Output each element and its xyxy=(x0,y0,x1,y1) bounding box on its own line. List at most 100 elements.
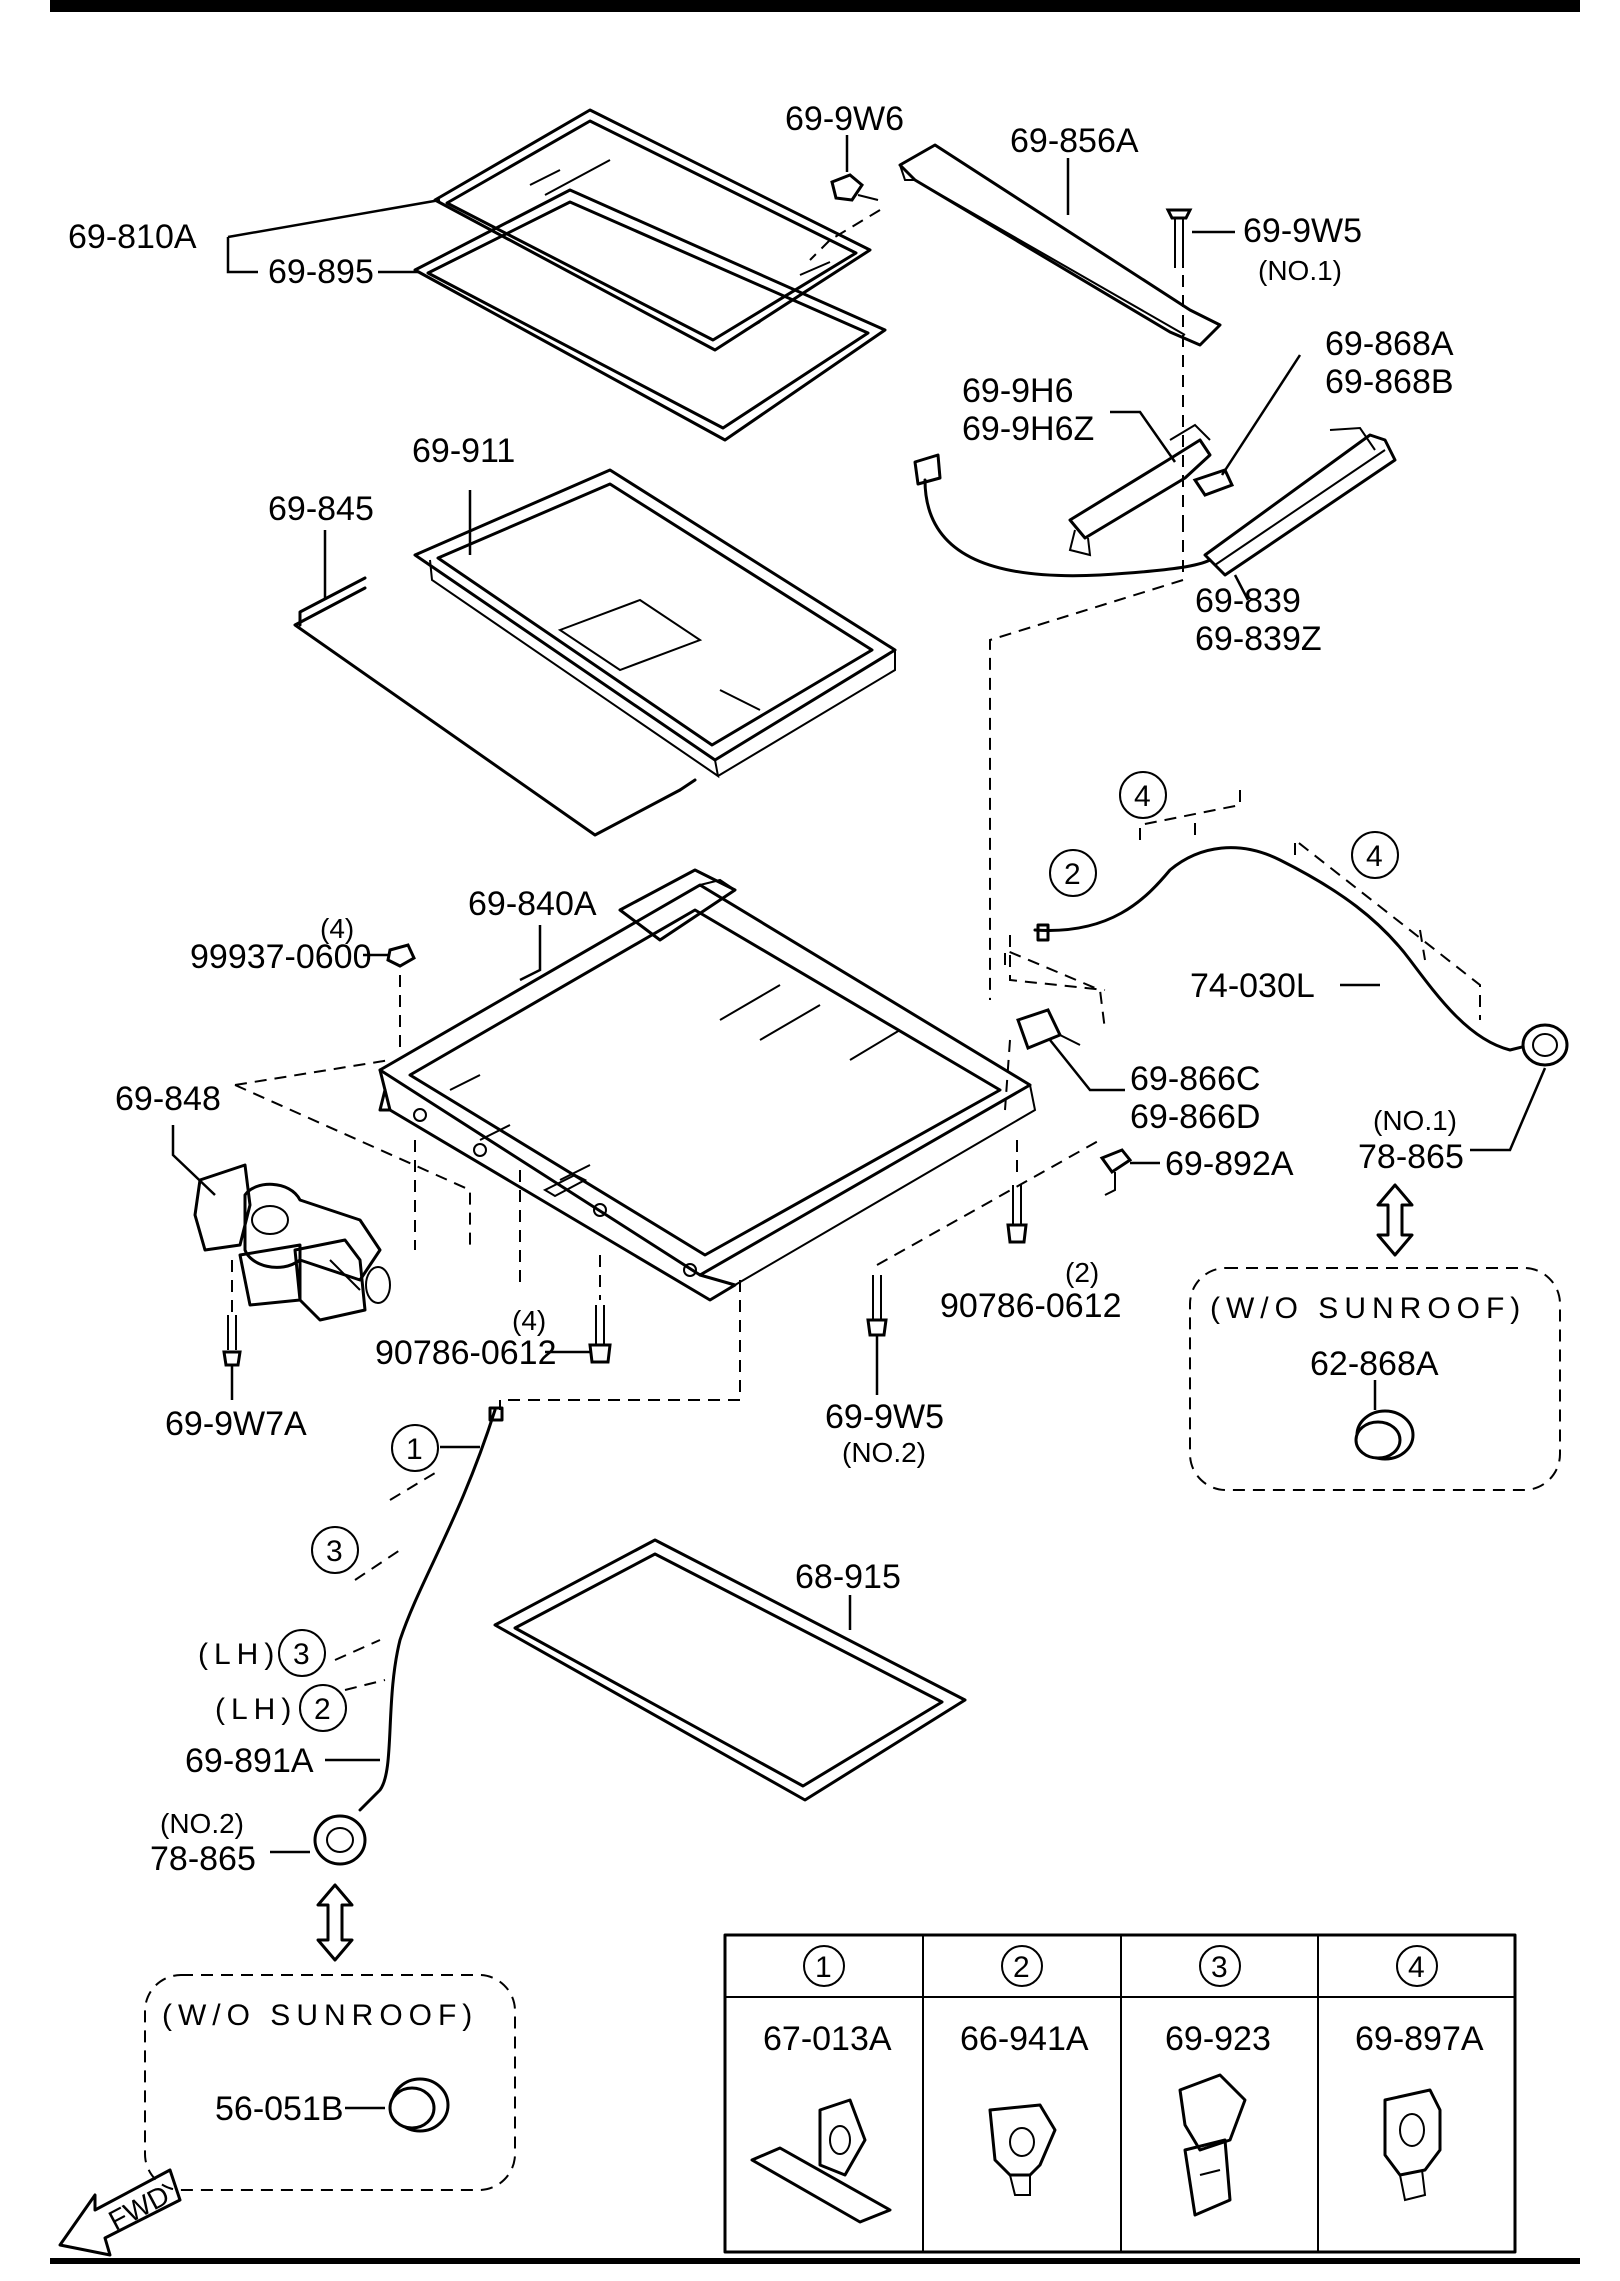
label-nut: 99937-0600 xyxy=(190,938,372,976)
dash-hose-left-lh xyxy=(334,1639,386,1691)
fwd-arrow-icon xyxy=(58,2168,182,2257)
circle-num-top-4b: 4 xyxy=(1366,840,1383,873)
label-shade-911: 69-911 xyxy=(412,432,515,470)
label-link-9h6: 69-9H6 xyxy=(962,372,1074,410)
circle-num-top-2: 2 xyxy=(1064,858,1081,891)
dash-rail-frame xyxy=(989,520,1184,1000)
label-lh-3: (LH) xyxy=(198,1638,280,1671)
sunshade-drawing xyxy=(413,468,897,779)
table-part-1: 67-013A xyxy=(763,2020,892,2058)
label-bolt-9w5-no2: 69-9W5 xyxy=(825,1398,944,1436)
dash-866 xyxy=(1004,948,1106,1111)
nut-drawing xyxy=(386,943,416,968)
wo-sunroof-left-title: (W/O SUNROOF) xyxy=(162,1999,478,2032)
bolt-90786-b-drawing xyxy=(1006,1185,1028,1244)
label-lh-2: (LH) xyxy=(215,1693,297,1726)
clip-icon-3 xyxy=(1178,2073,1247,2217)
label-clip-866c: 69-866C xyxy=(1130,1060,1260,1098)
label-bolt-9w6: 69-9W6 xyxy=(785,100,904,138)
label-link-9h6z: 69-9H6Z xyxy=(962,410,1094,448)
label-bolt-90786-a: 90786-0612 xyxy=(375,1334,557,1372)
circle-ref-top-4a xyxy=(1119,771,1167,819)
deflector-drawing xyxy=(898,143,1222,347)
dash-hose-top-4a xyxy=(1139,790,1241,840)
wire-845-drawing xyxy=(293,576,697,837)
table-ref-1: 1 xyxy=(815,1951,832,1984)
circle-num-left-lh2: 2 xyxy=(314,1693,331,1726)
circle-num-left-lh3: 3 xyxy=(293,1638,310,1671)
glass-seal-drawing xyxy=(413,188,887,442)
bottom-rule xyxy=(50,2258,1580,2264)
double-arrow-right xyxy=(1376,1183,1414,1257)
hose-030l-drawing xyxy=(1033,846,1569,1067)
clip-icon-1 xyxy=(750,2098,892,2224)
circle-ref-top-2 xyxy=(1049,849,1097,897)
clip-866-drawing xyxy=(1016,1008,1081,1050)
label-motor-848: 69-848 xyxy=(115,1080,221,1118)
bolt-9w6-drawing xyxy=(830,173,879,202)
label-grommet-no1-note: (NO.1) xyxy=(1373,1105,1457,1136)
table-ref-circle-4 xyxy=(1396,1945,1438,1987)
dash-hose-top-2 xyxy=(1009,935,1106,991)
glass-panel-drawing xyxy=(433,108,872,352)
circle-num-left-3: 3 xyxy=(326,1535,343,1568)
wo-sunroof-right-part: 62-868A xyxy=(1310,1345,1439,1383)
hose-891a-drawing xyxy=(313,1406,504,1866)
label-grommet-no2: 78-865 xyxy=(150,1840,256,1878)
top-rule xyxy=(50,0,1580,12)
label-wire-845: 69-845 xyxy=(268,490,374,528)
leader-840a xyxy=(519,925,542,982)
wo-sunroof-left-part: 56-051B xyxy=(215,2090,344,2128)
leader-78865-no1 xyxy=(1470,1067,1547,1152)
label-glass-seal: 69-895 xyxy=(268,253,374,291)
label-rail-839: 69-839 xyxy=(1195,582,1301,620)
leader-839 xyxy=(1233,574,1250,601)
table-ref-circle-3 xyxy=(1199,1945,1241,1987)
clip-892a-drawing xyxy=(1099,1148,1133,1196)
label-nut-qty: (4) xyxy=(320,913,354,944)
label-clip-866d: 69-866D xyxy=(1130,1098,1260,1136)
circle-num-left-1: 1 xyxy=(406,1433,423,1466)
label-guide-868a: 69-868A xyxy=(1325,325,1454,363)
circle-ref-left-lh3 xyxy=(278,1629,326,1677)
label-deflector: 69-856A xyxy=(1010,122,1139,160)
table-ref-4: 4 xyxy=(1408,1951,1425,1984)
label-bolt-9w5-no1-note: (NO.1) xyxy=(1258,255,1342,286)
dash-hose-top-4b xyxy=(1294,837,1481,1020)
table-ref-circle-2 xyxy=(1001,1945,1043,1987)
table-part-2: 66-941A xyxy=(960,2020,1089,2058)
dash-hose-left-3 xyxy=(354,1469,441,1581)
label-grommet-no2-note: (NO.2) xyxy=(160,1808,244,1839)
circle-ref-left-3 xyxy=(311,1526,359,1574)
label-bolt-qty-4: (4) xyxy=(512,1305,546,1336)
circle-num-top-4a: 4 xyxy=(1134,780,1151,813)
label-bolt-9w7a: 69-9W7A xyxy=(165,1405,307,1443)
label-hose-030l: 74-030L xyxy=(1190,967,1315,1005)
leader-848 xyxy=(171,1125,216,1196)
leader-866 xyxy=(1049,1039,1125,1092)
clip-table xyxy=(723,1933,1517,2254)
leader-9h6 xyxy=(1110,410,1177,463)
wo-sunroof-right-title: (W/O SUNROOF) xyxy=(1210,1292,1526,1325)
label-rail-839z: 69-839Z xyxy=(1195,620,1322,658)
clip-icon-4 xyxy=(1383,2088,1442,2202)
clip-icon-2 xyxy=(988,2103,1057,2196)
table-ref-2: 2 xyxy=(1013,1951,1030,1984)
label-trim-915: 68-915 xyxy=(795,1558,901,1596)
circle-ref-left-1 xyxy=(391,1424,439,1472)
table-part-3: 69-923 xyxy=(1165,2020,1271,2058)
label-bolt-9w5-no2-note: (NO.2) xyxy=(842,1437,926,1468)
guide-868-drawing xyxy=(1192,468,1235,497)
bolt-9w7a-drawing xyxy=(222,1315,242,1367)
bolt-9w5-no2-drawing xyxy=(866,1275,888,1337)
table-ref-circle-1 xyxy=(803,1945,845,1987)
label-guide-868b: 69-868B xyxy=(1325,363,1454,401)
bolt-90786-a-drawing xyxy=(588,1305,612,1364)
circle-ref-left-lh2 xyxy=(299,1684,347,1732)
label-hose-891a: 69-891A xyxy=(185,1742,314,1780)
bolt-9w5-no1-drawing xyxy=(1165,208,1193,268)
trim-915-drawing xyxy=(493,1538,967,1802)
label-bolt-qty-2: (2) xyxy=(1065,1257,1099,1288)
plug-56-051b-drawing xyxy=(388,2077,450,2133)
